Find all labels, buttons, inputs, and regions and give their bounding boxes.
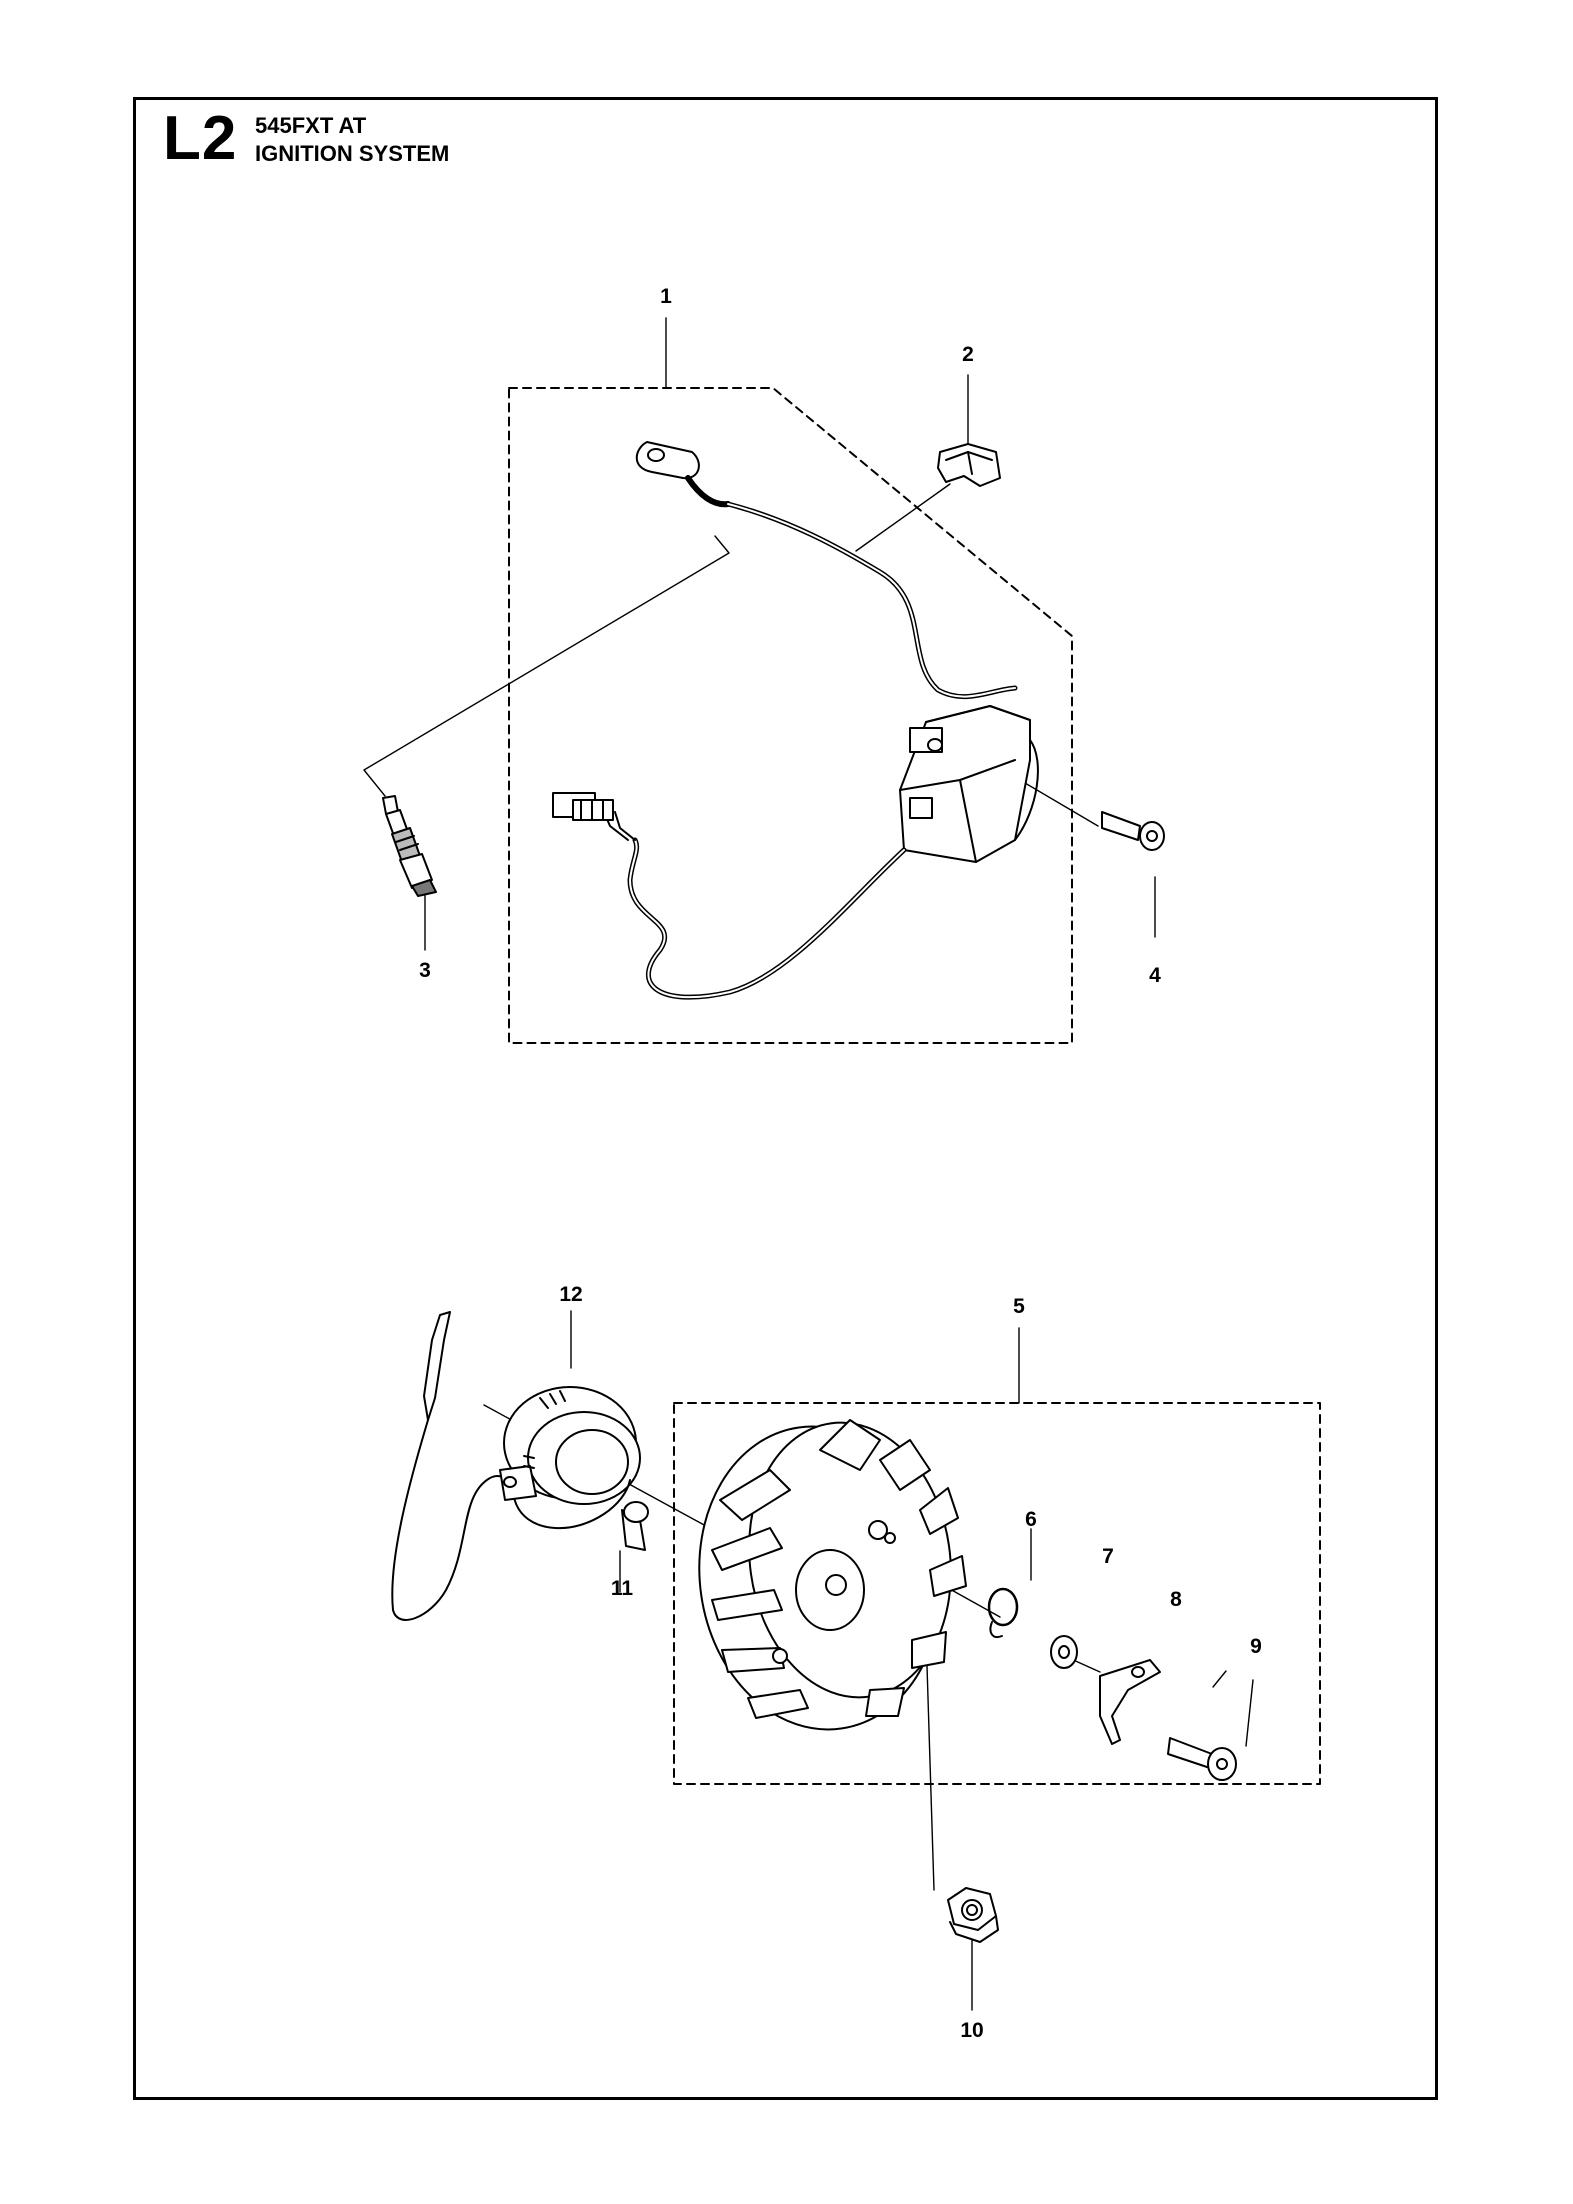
nut-icon <box>947 1887 999 1943</box>
spring-icon <box>987 1587 1019 1638</box>
flywheel-icon <box>698 1419 967 1731</box>
callout-4: 4 <box>1149 964 1161 987</box>
washer-icon <box>1050 1635 1078 1669</box>
callout-5: 5 <box>1013 1295 1025 1318</box>
screw-icon <box>621 1501 649 1551</box>
callout-10: 10 <box>960 2019 984 2042</box>
pawl-icon <box>1099 1659 1161 1745</box>
screw-icon <box>1101 811 1165 851</box>
spark-plug-icon <box>382 795 437 897</box>
ignition-module-icon <box>552 441 1039 1000</box>
page-frame <box>133 97 1438 2100</box>
callout-9: 9 <box>1250 1635 1262 1658</box>
callout-3: 3 <box>419 959 431 982</box>
model-name: 545FXT AT <box>255 113 367 138</box>
page-code: L2 <box>163 104 238 173</box>
group-box-ignition-module <box>508 387 1073 1044</box>
callout-2: 2 <box>962 343 974 366</box>
callout-6: 6 <box>1025 1508 1037 1531</box>
wire-clip-icon <box>937 443 1001 487</box>
callout-1: 1 <box>660 285 672 308</box>
group-box-flywheel <box>673 1402 1321 1785</box>
screw-icon <box>1167 1737 1237 1781</box>
section-title: IGNITION SYSTEM <box>255 141 450 166</box>
callout-7: 7 <box>1102 1545 1114 1568</box>
callout-11: 11 <box>610 1577 634 1600</box>
callout-8: 8 <box>1170 1588 1182 1611</box>
sensor-coil-icon <box>391 1311 641 1621</box>
callout-12: 12 <box>559 1283 583 1306</box>
